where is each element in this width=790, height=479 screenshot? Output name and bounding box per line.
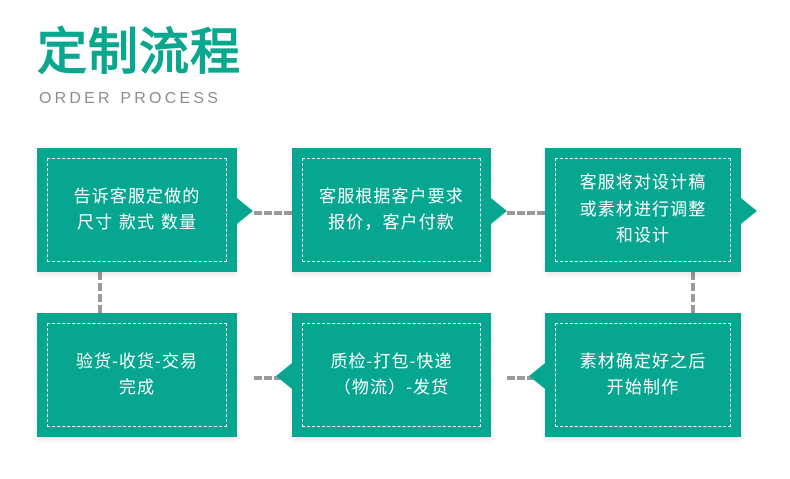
page-subtitle: ORDER PROCESS: [39, 89, 222, 107]
connector-step5-step4: [254, 376, 292, 380]
step-box-1-inner: 告诉客服定做的 尺寸 款式 数量: [47, 158, 227, 262]
step-box-1-label: 告诉客服定做的 尺寸 款式 数量: [73, 186, 201, 232]
step-box-1[interactable]: 告诉客服定做的 尺寸 款式 数量: [37, 148, 237, 272]
connector-step1-step2: [254, 211, 292, 215]
step-box-3-inner: 客服将对设计稿 或素材进行调整 和设计: [555, 158, 731, 262]
arrow-left-icon-step5: [276, 363, 292, 389]
step-box-3[interactable]: 客服将对设计稿 或素材进行调整 和设计: [545, 148, 741, 272]
step-box-6[interactable]: 素材确定好之后 开始制作: [545, 313, 741, 437]
step-box-4-inner: 验货-收货-交易 完成: [47, 323, 227, 427]
step-box-2[interactable]: 客服根据客户要求 报价，客户付款: [292, 148, 491, 272]
step-box-2-inner: 客服根据客户要求 报价，客户付款: [302, 158, 481, 262]
diagram-header: 定制流程 ORDER PROCESS: [37, 24, 437, 108]
arrow-left-icon-step6: [529, 363, 545, 389]
step-box-6-label: 素材确定好之后 开始制作: [579, 351, 707, 397]
connector-step3-step6: [691, 272, 695, 313]
connector-step6-step5: [507, 376, 545, 380]
connector-step4-step1: [98, 272, 102, 313]
step-box-3-label: 客服将对设计稿 或素材进行调整 和设计: [579, 173, 707, 246]
step-box-6-inner: 素材确定好之后 开始制作: [555, 323, 731, 427]
step-box-2-label: 客服根据客户要求 报价，客户付款: [319, 186, 464, 232]
arrow-right-icon-step2: [491, 198, 507, 224]
step-box-5-inner: 质检-打包-快递 （物流）-发货: [302, 323, 481, 427]
step-box-4-label: 验货-收货-交易 完成: [75, 351, 199, 397]
page-title: 定制流程: [37, 24, 241, 80]
step-box-5[interactable]: 质检-打包-快递 （物流）-发货: [292, 313, 491, 437]
arrow-right-icon-step3: [741, 198, 757, 224]
step-box-5-label: 质检-打包-快递 （物流）-发货: [330, 351, 453, 397]
arrow-right-icon-step1: [237, 198, 253, 224]
step-box-4[interactable]: 验货-收货-交易 完成: [37, 313, 237, 437]
connector-step2-step3: [507, 211, 545, 215]
